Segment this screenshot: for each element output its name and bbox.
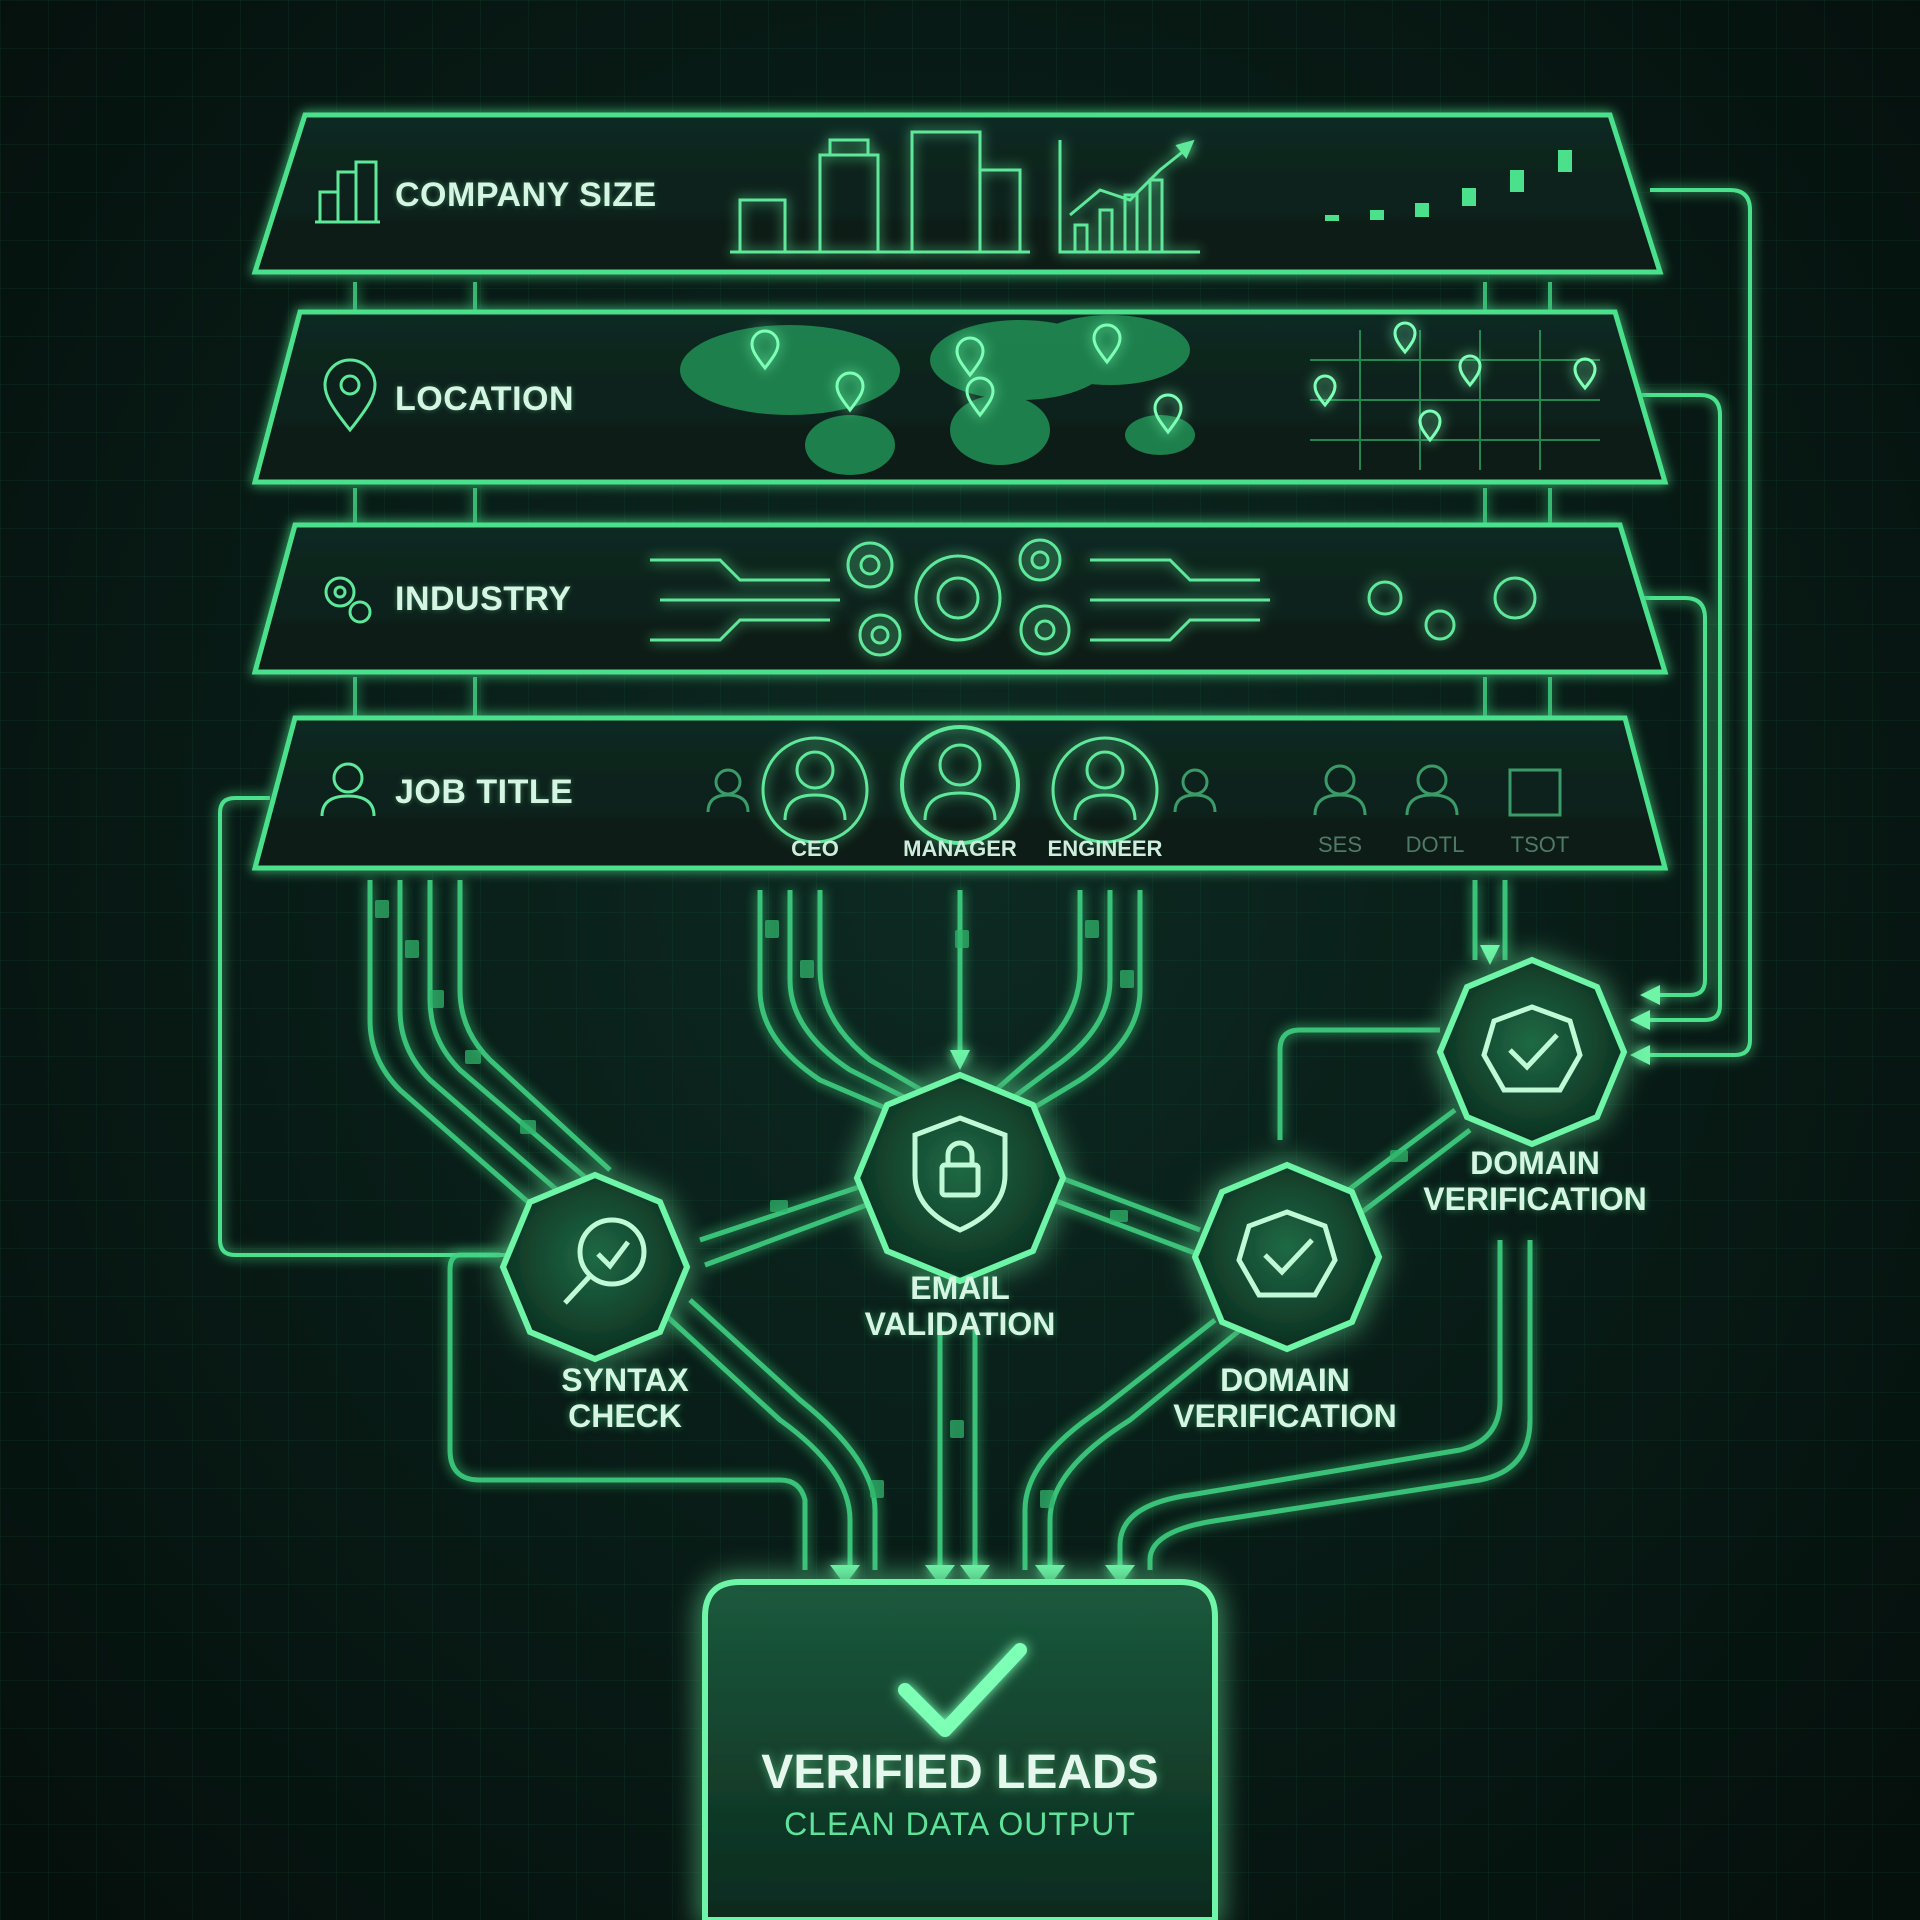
filter-panels <box>251 112 1669 871</box>
feedback-loops <box>218 188 1752 1257</box>
filter-label-location: LOCATION <box>395 380 575 418</box>
panel-icons <box>315 160 380 817</box>
flow-lines <box>367 880 1533 1570</box>
domain-mid-node <box>1191 1161 1383 1353</box>
domain-verification-label-top: DOMAIN VERIFICATION <box>1423 1145 1647 1217</box>
company-size-mini-chart <box>1325 150 1572 221</box>
location-grid <box>1310 330 1600 470</box>
verification-nodes <box>499 956 1628 1363</box>
company-size-graphics <box>730 130 1200 254</box>
domain-top-node <box>1436 956 1628 1148</box>
world-map <box>680 315 1195 475</box>
industry-graphics <box>650 538 1537 657</box>
role-secondary-2: DOTL <box>1405 832 1465 857</box>
person-icon <box>320 762 376 817</box>
email-node <box>853 1071 1067 1285</box>
shield-lock-icon <box>912 1115 1008 1233</box>
domain-verification-label-mid: DOMAIN VERIFICATION <box>1173 1362 1397 1434</box>
role-secondary-1: SES <box>1317 832 1363 857</box>
filter-label-company-size: COMPANY SIZE <box>395 176 657 214</box>
role-manager: MANAGER <box>903 836 1017 861</box>
syntax-check-label: SYNTAX CHECK <box>561 1362 689 1434</box>
check-badge-icon-top <box>1481 1004 1583 1093</box>
filter-label-job-title: JOB TITLE <box>395 773 574 811</box>
gears-icon <box>324 576 372 624</box>
data-particles <box>375 900 1408 1508</box>
role-engineer: ENGINEER <box>1047 836 1163 861</box>
location-pins <box>750 323 1183 435</box>
output-box <box>702 1579 1218 1920</box>
output-subtitle: CLEAN DATA OUTPUT <box>784 1806 1136 1842</box>
job-title-secondary-graphics <box>706 764 1562 817</box>
map-pin-icon <box>323 358 377 433</box>
magnifier-check-icon <box>563 1217 647 1305</box>
job-title-graphics <box>761 725 1159 845</box>
role-ceo: CEO <box>791 836 839 861</box>
role-secondary-3: TSOT <box>1510 832 1570 857</box>
output-title: VERIFIED LEADS <box>761 1746 1159 1799</box>
syntax-node <box>499 1171 691 1363</box>
output-check-icon <box>898 1643 1027 1737</box>
location-grid-pins <box>1313 321 1597 443</box>
panel-connectors <box>353 282 1552 718</box>
filter-label-industry: INDUSTRY <box>395 580 572 618</box>
check-badge-icon <box>1236 1209 1338 1298</box>
buildings-icon <box>315 160 380 224</box>
email-validation-label: EMAIL VALIDATION <box>864 1270 1056 1342</box>
